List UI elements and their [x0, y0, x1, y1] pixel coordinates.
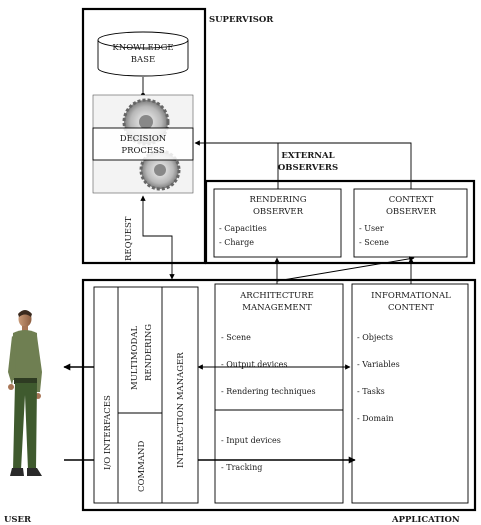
context-observer-title-1: CONTEXT — [389, 195, 434, 205]
architecture-management-title-1: ARCHITECTURE — [239, 291, 314, 301]
rendering-observer-item: - Charge — [219, 238, 254, 247]
context-observer-item: - User — [359, 224, 384, 233]
command-label: COMMAND — [137, 441, 147, 492]
informational-item: - Variables — [357, 360, 400, 369]
multimodal-rendering-label-2: RENDERING — [144, 324, 154, 381]
rendering-observer-title-2: OBSERVER — [253, 207, 304, 217]
informational-item: - Tasks — [357, 387, 385, 396]
rendering-observer-title-1: RENDERING — [249, 195, 306, 205]
context-observer-to-decision-arrow — [278, 142, 412, 189]
context-observer-title-2: OBSERVER — [386, 207, 437, 217]
architecture-item: - Tracking — [221, 463, 262, 472]
architecture-item: - Input devices — [221, 436, 281, 445]
multimodal-rendering-label-1: MULTIMODAL — [130, 326, 140, 390]
architecture-item: - Scene — [221, 333, 251, 342]
rendering-observer: RENDERING OBSERVER - Capacities - Charge — [213, 188, 342, 258]
application-box — [81, 278, 477, 512]
io-interfaces-label: I/O INTERFACES — [103, 395, 113, 470]
decision-process: DECISION PROCESS — [92, 94, 194, 194]
rendering-observer-to-decision-arrow — [194, 140, 279, 189]
user-figure-icon — [8, 310, 42, 476]
knowledge-base-cylinder: KNOWLEDGE BASE — [97, 31, 189, 77]
architecture-item: - Rendering techniques — [221, 387, 316, 396]
decision-process-label-2: PROCESS — [121, 146, 164, 156]
context-observer-item: - Scene — [359, 238, 389, 247]
interaction-manager-label: INTERACTION MANAGER — [176, 352, 186, 468]
supervisor-title: SUPERVISOR — [209, 15, 274, 25]
decision-process-label-1: DECISION — [120, 134, 167, 144]
rendering-observer-item: - Capacities — [219, 224, 267, 233]
request-label: REQUEST — [124, 216, 134, 261]
arch-to-context-observer-arrow — [276, 256, 415, 282]
external-observers-box — [204, 179, 476, 265]
informational-item: - Objects — [357, 333, 393, 342]
architecture-management: ARCHITECTURE MANAGEMENT - Scene - Output… — [214, 283, 344, 504]
knowledge-base-label-1: KNOWLEDGE — [112, 43, 173, 53]
informational-content-title-2: CONTENT — [388, 303, 434, 313]
architecture-item: - Output devices — [221, 360, 287, 369]
informational-content-title-1: INFORMATIONAL — [371, 291, 451, 301]
informational-item: - Domain — [357, 414, 394, 423]
io-interfaces-block: I/O INTERFACES MULTIMODAL RENDERING COMM… — [93, 286, 199, 504]
user-label: USER — [4, 515, 32, 525]
informational-content: INFORMATIONAL CONTENT - Objects - Variab… — [351, 283, 469, 504]
application-title: APPLICATION — [391, 515, 460, 525]
external-observers-title-2: OBSERVERS — [278, 163, 338, 173]
architecture-management-title-2: MANAGEMENT — [242, 303, 312, 313]
request-arrow — [140, 195, 175, 280]
external-observers-title-1: EXTERNAL — [281, 151, 334, 161]
context-observer: CONTEXT OBSERVER - User - Scene — [353, 188, 468, 258]
knowledge-base-label-2: BASE — [131, 55, 155, 65]
